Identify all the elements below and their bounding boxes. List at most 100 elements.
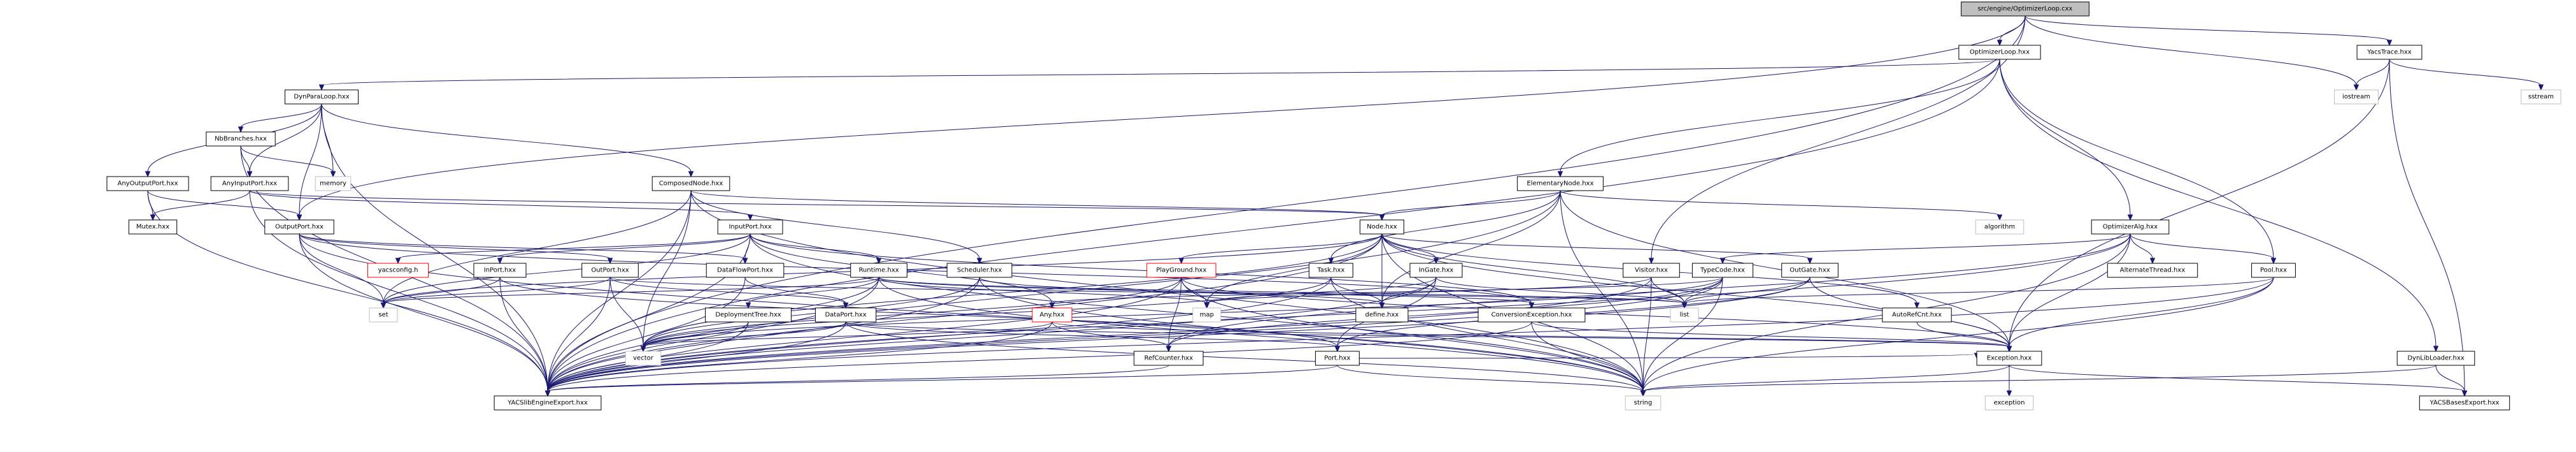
graph-node-typecode-hxx[interactable]: TypeCode.hxx	[1691, 263, 1754, 278]
edge-autorefcnt-hxx-to-exception-hxx	[1916, 321, 2012, 353]
graph-node-nbbranches-hxx[interactable]: NbBranches.hxx	[206, 131, 276, 147]
graph-node-refcounter-hxx[interactable]: RefCounter.hxx	[1134, 351, 1204, 366]
edge-line	[1206, 277, 1652, 304]
arrowhead-icon	[1640, 390, 1646, 397]
node-box	[1958, 45, 2041, 60]
graph-node-inputport-hxx[interactable]: InputPort.hxx	[717, 219, 783, 235]
arrowhead-icon	[1719, 258, 1726, 265]
node-label: exception	[1994, 400, 2025, 407]
graph-node-exception-hxx[interactable]: Exception.hxx	[1976, 351, 2042, 366]
edge-line	[1051, 321, 2010, 347]
graph-node-iostream: iostream	[2334, 89, 2379, 105]
graph-node-outgate-hxx[interactable]: OutGate.hxx	[1781, 263, 1839, 278]
edge-line	[1560, 190, 1644, 392]
node-box	[128, 219, 178, 235]
node-label: ElementaryNode.hxx	[1526, 180, 1593, 187]
edge-line	[1168, 277, 1723, 347]
edge-line	[2130, 233, 2153, 259]
graph-node-scheduler-hxx[interactable]: Scheduler.hxx	[946, 263, 1013, 278]
edge-line	[643, 321, 749, 347]
graph-node-any-hxx: Any.hxx	[1032, 307, 1072, 323]
edge-line	[383, 277, 501, 304]
node-label: AlternateThread.hxx	[2120, 267, 2186, 274]
node-box	[2251, 263, 2296, 278]
graph-node-anyoutputport-hxx[interactable]: AnyOutputPort.hxx	[106, 176, 189, 191]
node-box	[367, 263, 429, 278]
node-box	[106, 176, 189, 191]
graph-node-node-hxx[interactable]: Node.hxx	[1360, 219, 1404, 235]
graph-node-optimizeralg-hxx[interactable]: OptimizerAlg.hxx	[2091, 219, 2170, 235]
graph-node-conversionexception-hxx[interactable]: ConversionException.hxx	[1477, 307, 1586, 323]
edge-line	[1999, 59, 2274, 259]
graph-node-visitor-hxx[interactable]: Visitor.hxx	[1623, 263, 1680, 278]
edge-inputport-hxx-to-dataflowport-hxx	[742, 233, 751, 265]
node-label: RefCounter.hxx	[1144, 355, 1193, 362]
graph-node-anyinputport-hxx[interactable]: AnyInputPort.hxx	[210, 176, 289, 191]
graph-node-deploymenttree-hxx[interactable]: DeploymentTree.hxx	[705, 307, 792, 323]
edge-line	[643, 190, 692, 347]
graph-node-dynlibloader-hxx[interactable]: DynLibLoader.hxx	[2396, 351, 2475, 366]
arrowhead-icon	[1379, 214, 1385, 221]
node-label: Task.hxx	[1317, 267, 1345, 274]
edge-line	[1381, 190, 1561, 216]
edge-line	[1051, 277, 1723, 304]
edge-dynlibloader-hxx-to-yacsbasesexport-hxx	[2435, 365, 2468, 397]
edge-line	[1181, 233, 1383, 259]
edge-line	[979, 277, 1644, 392]
edge-line	[299, 103, 322, 216]
edge-line	[643, 321, 846, 347]
node-box	[1975, 219, 2025, 235]
graph-node-ingate-hxx[interactable]: InGate.hxx	[1409, 263, 1463, 278]
arrowhead-icon	[145, 171, 151, 178]
edge-optimizeralg-hxx-to-alternatethread-hxx	[2130, 233, 2156, 265]
graph-node-task-hxx[interactable]: Task.hxx	[1309, 263, 1353, 278]
graph-node-root[interactable]: src/engine/OptimizerLoop.cxx	[1961, 1, 2089, 17]
graph-node-port-hxx[interactable]: Port.hxx	[1315, 351, 1360, 366]
edge-yacstrace-hxx-to-exception-hxx	[2006, 59, 2390, 353]
edge-outputport-hxx-to-yacslibengineexport-hxx	[299, 233, 551, 397]
graph-node-inport-hxx[interactable]: InPort.hxx	[473, 263, 527, 278]
node-box	[2107, 263, 2198, 278]
edge-line	[643, 277, 1332, 347]
graph-node-dynparaloop-hxx[interactable]: DynParaLoop.hxx	[285, 89, 359, 105]
graph-node-pool-hxx[interactable]: Pool.hxx	[2251, 263, 2296, 278]
node-box	[946, 263, 1013, 278]
node-label: DeploymentTree.hxx	[715, 312, 781, 319]
node-box	[1032, 307, 1072, 323]
graph-node-outport-hxx[interactable]: OutPort.hxx	[581, 263, 639, 278]
node-box	[1625, 395, 1662, 411]
edge-line	[1560, 59, 2000, 173]
edge-dynlibloader-hxx-to-string	[1640, 365, 2437, 397]
edge-anyoutputport-hxx-to-outputport-hxx	[147, 190, 302, 221]
graph-node-elementarynode-hxx[interactable]: ElementaryNode.hxx	[1517, 176, 1604, 191]
node-box	[2091, 219, 2170, 235]
edge-typecode-hxx-to-any-hxx	[1049, 277, 1723, 309]
edge-line	[1330, 190, 1561, 259]
graph-node-mutex-hxx[interactable]: Mutex.hxx	[128, 219, 178, 235]
graph-node-yacslibengineexport-hxx[interactable]: YACSlibEngineExport.hxx	[494, 395, 602, 411]
edge-line	[750, 233, 879, 259]
graph-node-optimizerloop-hxx[interactable]: OptimizerLoop.hxx	[1958, 45, 2041, 60]
edge-line	[383, 233, 751, 304]
graph-node-autorefcnt-hxx[interactable]: AutoRefCnt.hxx	[1882, 307, 1952, 323]
graph-node-dataflowport-hxx[interactable]: DataFlowPort.hxx	[706, 263, 785, 278]
edge-line	[240, 145, 334, 173]
graph-node-runtime-hxx[interactable]: Runtime.hxx	[850, 263, 907, 278]
edge-line	[1642, 365, 2010, 392]
arrowhead-icon	[1996, 214, 2003, 221]
arrowhead-icon	[296, 214, 302, 221]
graph-node-dataport-hxx[interactable]: DataPort.hxx	[815, 307, 877, 323]
arrowhead-icon	[747, 214, 753, 221]
edge-optimizeralg-hxx-to-exception-hxx	[2006, 233, 2131, 353]
graph-node-alternatethread-hxx[interactable]: AlternateThread.hxx	[2107, 263, 2198, 278]
graph-node-map: map	[1192, 307, 1221, 323]
edge-anyinputport-hxx-to-inputport-hxx	[249, 190, 753, 221]
graph-node-yacstrace-hxx[interactable]: YacsTrace.hxx	[2356, 45, 2423, 60]
edge-line	[1330, 277, 1644, 392]
graph-node-composednode-hxx[interactable]: ComposedNode.hxx	[651, 176, 730, 191]
graph-node-outputport-hxx[interactable]: OutputPort.hxx	[264, 219, 334, 235]
graph-node-yacsbasesexport-hxx[interactable]: YACSBasesExport.hxx	[2419, 395, 2510, 411]
edge-line	[1560, 190, 2000, 216]
graph-node-define-hxx[interactable]: define.hxx	[1355, 307, 1409, 323]
edge-line	[1359, 353, 1977, 359]
